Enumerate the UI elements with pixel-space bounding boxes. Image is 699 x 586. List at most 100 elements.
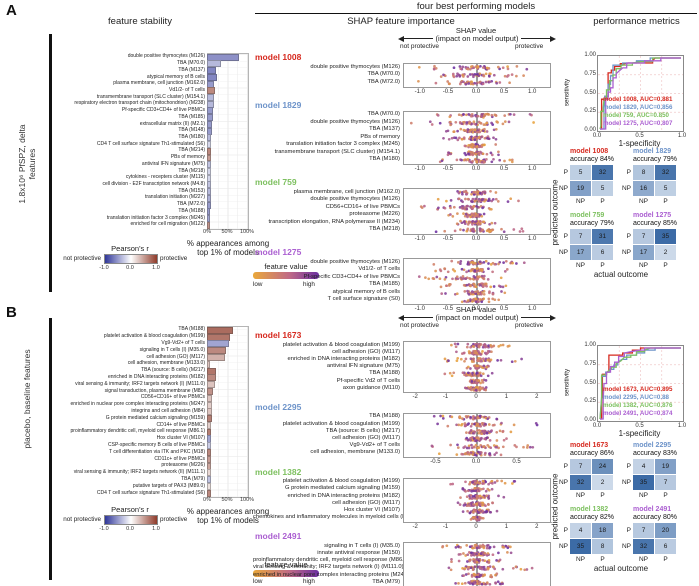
stability-row-label: G protein mediated calcium signaling (M1… xyxy=(105,414,205,421)
stability-row: TBA (M188) xyxy=(55,326,247,334)
stability-row: TBA (M70.0) xyxy=(55,60,247,68)
stability-bar xyxy=(207,127,212,135)
stability-row: TBA (M153) xyxy=(55,187,247,196)
stability-row: extracellular matrix (II) (M2.1) xyxy=(55,120,247,128)
shap-feature-label: platelet activation & blood coagulation … xyxy=(282,341,400,348)
stability-bar-track xyxy=(207,401,247,409)
shap-model-name: model 1829 xyxy=(255,99,302,110)
stability-row: CD56+CD16+ of live PBMCs xyxy=(55,394,247,402)
roc-x-tick: 1.0 xyxy=(677,423,687,429)
stability-x-tick: 100% xyxy=(239,228,255,235)
matrix-col-label: NP xyxy=(575,492,586,499)
roc-x-tick: 0.0 xyxy=(592,423,602,429)
stability-row-label: cell adhesion, membrane (M133.0) xyxy=(127,360,205,367)
shap-x-tick: 0.0 xyxy=(471,459,481,466)
stability-bar xyxy=(207,80,214,88)
stability-bar-track xyxy=(207,476,247,484)
panel-a-side-label: 1.8x10⁶ PfSPZ, delta features xyxy=(17,124,37,204)
stability-row-label: CD4 T cell surface signature Th1-stimula… xyxy=(96,140,205,147)
roc-legend-entry: model 1008, AUC=0.881 xyxy=(603,96,673,104)
feature-legend-title: feature value xyxy=(264,560,308,569)
matrix-accuracy: accuracy 84% xyxy=(570,156,614,163)
stability-bar xyxy=(207,174,211,182)
matrix-cell: 19 xyxy=(655,459,676,474)
matrix-cell: 35 xyxy=(570,539,591,554)
stability-bar-track xyxy=(207,93,247,102)
stability-bar-track xyxy=(207,53,247,61)
stability-bar xyxy=(207,394,213,402)
pearson-tick: 0.0 xyxy=(126,265,134,271)
stability-bar-track xyxy=(207,127,247,135)
stability-bar-track xyxy=(207,174,247,182)
matrix-model-name: model 1673 xyxy=(570,442,609,449)
stability-row-label: TBA (M70.0) xyxy=(176,60,205,67)
matrix-col-label: NP xyxy=(575,556,586,563)
feature-high-label: high xyxy=(303,281,315,288)
matrix-col-label: P xyxy=(663,262,668,269)
pearson-tick: -1.0 xyxy=(99,526,109,532)
stability-bar-track xyxy=(207,208,247,216)
stability-row: TBA (M148) xyxy=(55,127,247,135)
predicted-outcome-b: predicted outcome xyxy=(550,473,560,540)
stability-bar-track xyxy=(207,442,247,450)
stability-bar-track xyxy=(207,113,247,122)
roc-y-tick: 0.50 xyxy=(584,89,596,96)
stability-row-label: respiratory electron transport chain (mi… xyxy=(74,100,205,107)
stability-row-label: proinflammatory dendritic cell, myeloid … xyxy=(70,428,206,435)
shap-feature-label: TBA (M79) xyxy=(372,578,400,585)
shap-feature-label: PBs of memory xyxy=(360,133,400,140)
matrix-col-label: NP xyxy=(638,198,649,205)
stability-row-label: viral sensing & immunity; IRF2 targets n… xyxy=(75,380,205,387)
shap-x-tick: -1.0 xyxy=(414,306,426,312)
matrix-row-label: NP xyxy=(621,543,631,550)
matrix-cell: 31 xyxy=(592,229,613,244)
stability-bar xyxy=(207,326,233,334)
feature-legend-title: feature value xyxy=(264,262,308,271)
shap-x-tick: 0 xyxy=(474,523,478,530)
stability-row-label: cell division - E2F transcription networ… xyxy=(102,181,205,188)
pearson-tick: -1.0 xyxy=(99,265,109,271)
pearson-right-label: protective xyxy=(160,516,188,523)
matrix-cell: 5 xyxy=(592,181,613,196)
stability-bar xyxy=(207,408,212,416)
stability-row-label: viral sensing & immunity; IRF2 targets n… xyxy=(73,469,205,476)
matrix-col-label: P xyxy=(600,198,605,205)
stability-bar xyxy=(207,53,239,61)
matrix-model-name: model 1382 xyxy=(570,506,609,513)
matrix-accuracy: accuracy 83% xyxy=(633,450,677,457)
matrix-accuracy: accuracy 79% xyxy=(633,156,677,163)
shap-x-tick: -0.5 xyxy=(442,236,454,242)
stability-bar-track xyxy=(207,421,247,429)
shap-model-name: model 1008 xyxy=(255,52,302,62)
stability-row-label: enriched in DNA interacting proteins (M1… xyxy=(108,373,205,380)
stability-caption-a2: top 1% of models xyxy=(197,248,259,257)
matrix-cell: 24 xyxy=(592,459,613,474)
stability-bar xyxy=(207,360,210,368)
pearson-gradient xyxy=(104,515,158,525)
stability-row-label: T cell differentiation via ITK and PKC (… xyxy=(109,448,205,455)
stability-bar-track xyxy=(207,100,247,108)
stability-row-label: integrins and cell adhesion (M84) xyxy=(131,407,205,414)
stability-bar xyxy=(207,462,211,470)
shap-x-tick: 0.0 xyxy=(471,88,481,95)
stability-bar-track xyxy=(207,455,247,463)
stability-bar-track xyxy=(207,221,247,229)
shap-feature-label: transcription elongation, RNA polymerase… xyxy=(268,218,400,225)
feature-high-label: high xyxy=(303,578,315,585)
stability-bar-track xyxy=(207,147,247,155)
matrix-row-label: P xyxy=(626,233,631,240)
stability-row: enriched in nuclear pore complex interac… xyxy=(55,401,247,409)
matrix-row-label: NP xyxy=(558,185,568,192)
shap-not-protective-b: not protective xyxy=(400,322,440,329)
stability-bar-track xyxy=(207,140,247,149)
stability-bar xyxy=(207,181,211,189)
stability-row: TBA (M180) xyxy=(55,134,247,142)
stability-bar xyxy=(207,367,217,375)
stability-row: translation initiation factor 3 complex … xyxy=(55,214,247,222)
matrix-cell: 7 xyxy=(633,523,654,538)
